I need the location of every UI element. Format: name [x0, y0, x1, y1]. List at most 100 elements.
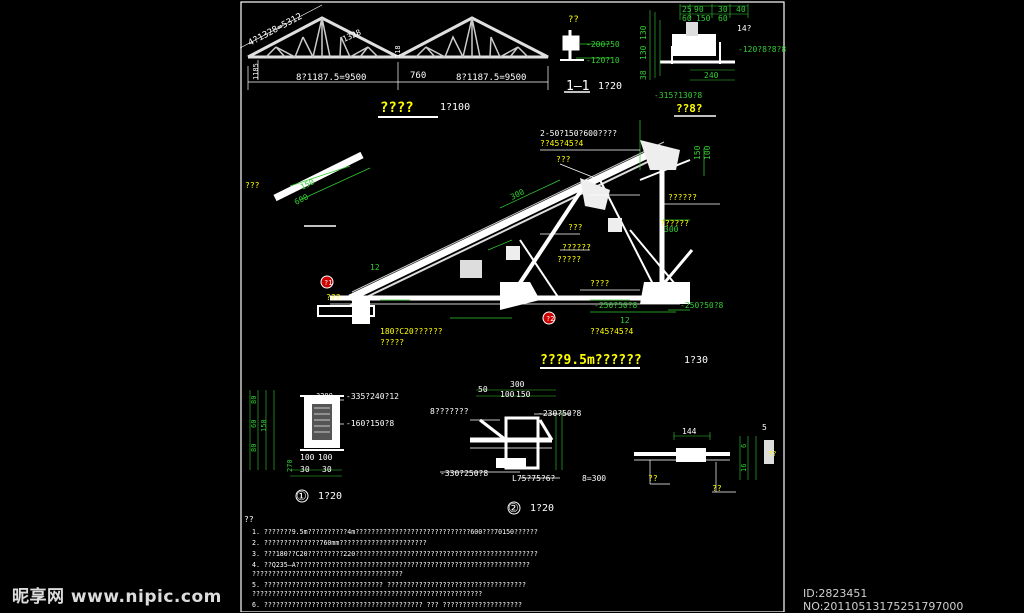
- main-callout-8: ???: [245, 181, 260, 190]
- detail-78-left-3: 38: [639, 70, 648, 80]
- section-11-title: 1—1: [566, 79, 589, 94]
- detail1-dim-11: 80: [250, 444, 258, 452]
- truss-left-outline: [247, 16, 399, 59]
- detail1-dim-5: 100: [300, 453, 315, 462]
- notes-line-1: 1. ???????9.5m??????????4m??????????????…: [252, 528, 538, 536]
- watermark-logo: 昵享网 www.nipic.com: [12, 587, 222, 607]
- watermark-id: ID:2823451 NO:20110513175251797000: [803, 587, 964, 613]
- truss-right-outline: [397, 16, 549, 59]
- detail-78-left-2: 130: [639, 45, 648, 60]
- detail2-dim-8: 8=300: [582, 474, 606, 483]
- section-11-scale: 1?20: [598, 81, 622, 92]
- detail-78-dim-g: 60: [718, 14, 728, 23]
- detail-78-dim-c: 30: [718, 5, 728, 14]
- detail2-dim-1: 50: [478, 385, 488, 394]
- detail3-label-1: ??: [648, 474, 658, 483]
- detail-78-title: ??8?: [676, 102, 703, 115]
- detail3-dim-3: 6: [740, 444, 748, 448]
- detail3-dim-2: 5: [762, 423, 767, 432]
- main-callout-11: -250?50?8: [594, 301, 638, 310]
- truss-elevation: [239, 4, 549, 118]
- main-dim-3: 150: [693, 145, 702, 160]
- main-callout-12: -250?50?8: [680, 301, 724, 310]
- detail-top-right: [649, 4, 749, 117]
- detail1-dim-9: 80: [250, 396, 258, 404]
- detail1-scale: 1?20: [318, 491, 342, 502]
- truss-dim-bottom-left: 8?1187.5=9500: [296, 73, 366, 83]
- truss-dim-side: 1185: [252, 63, 260, 80]
- detail1-dim-2: -160?150?8: [346, 419, 394, 428]
- main-callout-15: ??45?45?4: [590, 327, 634, 336]
- detail-78-dim-h: 14?: [737, 24, 752, 33]
- section-11-dim-1: -200?50: [586, 40, 620, 49]
- detail-78-right-2: 270: [678, 41, 693, 50]
- detail3-dim-5: ??: [768, 450, 776, 458]
- top-chord: [348, 144, 664, 302]
- detail3-dim-1: 144: [682, 427, 697, 436]
- main-callout-7: ????: [590, 279, 609, 288]
- notes-line-4: 4. ??Q235—A?????????????????????????????…: [252, 561, 530, 569]
- detail2-dim-4: 150: [516, 390, 531, 399]
- main-callout-14: 12: [620, 316, 630, 325]
- detail1-num: ①: [296, 489, 307, 503]
- section-11-dim-2: -120?10: [586, 56, 620, 65]
- callout-marker-1: [320, 275, 334, 289]
- main-callout-4: ??????: [668, 193, 697, 202]
- detail2-scale: 1?20: [530, 503, 554, 514]
- detail3-dim-4: 16: [740, 464, 748, 472]
- web-diagonal: [508, 178, 590, 300]
- detail2-dim-3: 100: [500, 390, 515, 399]
- main-callout-1: 2-50?150?600????: [540, 129, 617, 138]
- truss-left-web: [265, 17, 379, 58]
- callout-marker-2: [542, 311, 556, 325]
- truss-right-web: [415, 17, 529, 58]
- truss-dim-gap: 760: [410, 71, 426, 81]
- main-callout-5: ??????: [562, 243, 591, 252]
- detail1-dim-6: 100: [318, 453, 333, 462]
- detail2-dim-2: 300: [510, 380, 525, 389]
- detail-78-dim-f: 150: [696, 14, 711, 23]
- detail-78-dim-b: 90: [694, 5, 704, 14]
- notes-line-6: 5. ?????????????????????????????? ??????…: [252, 581, 526, 589]
- detail2-dim-6: -330?250?8: [440, 469, 488, 478]
- detail2-dim-5: -230?50?8: [538, 409, 582, 418]
- detail-78-dim-e: 60: [682, 14, 692, 23]
- main-callout-19: ?1: [324, 279, 332, 287]
- notes-heading: ??: [244, 515, 254, 524]
- main-callout-3: ???: [556, 155, 571, 164]
- main-detail-title: ???9.5m??????: [540, 353, 642, 368]
- main-callout-17: ?????: [380, 338, 404, 347]
- detail1-dim-10: 60: [250, 420, 258, 428]
- drawing-frame: [240, 1, 785, 612]
- detail2-dim-7: L75?75?6?: [512, 474, 556, 483]
- main-dim-4: 100: [703, 145, 712, 160]
- main-callout-2: ??45?45?4: [540, 139, 584, 148]
- detail1-dim-3: ?200: [316, 392, 333, 400]
- truss-elevation-title: ????: [380, 100, 414, 116]
- detail-78-right-1: -120?8?8?8: [738, 45, 786, 54]
- section-1-1: [560, 30, 612, 93]
- detail1-dim-1: -335?240?12: [346, 392, 399, 401]
- detail-78-right-3: 240: [704, 71, 719, 80]
- main-callout-9: ?????: [557, 255, 581, 264]
- detail-78-dim-a: 25: [682, 5, 692, 14]
- detail-78-note: -315?130?8: [654, 91, 702, 100]
- detail2-num: ②: [508, 501, 519, 515]
- main-truss-detail: [273, 120, 720, 369]
- main-callout-13: 12: [370, 263, 380, 272]
- truss-elevation-scale: 1?100: [440, 102, 470, 113]
- main-dim-5: 600: [293, 192, 310, 207]
- main-callout-20: ?2: [546, 315, 554, 323]
- main-callout-10: ??????: [660, 219, 689, 228]
- detail3-label-2: ??: [712, 484, 722, 493]
- main-dim-2: 300: [664, 225, 679, 234]
- detail-78-dim-d: 40: [736, 5, 746, 14]
- section-11-label: ??: [568, 15, 579, 25]
- detail-78-left-1: 130: [639, 25, 648, 40]
- detail1-dim-12: 150: [260, 419, 268, 432]
- detail1-dim-4: 270: [286, 459, 294, 472]
- notes-line-8: 6. ?????????????????????????????????????…: [252, 601, 522, 609]
- detail2-dim-9: 8???????: [430, 407, 469, 416]
- detail-3-drawing: [634, 432, 774, 493]
